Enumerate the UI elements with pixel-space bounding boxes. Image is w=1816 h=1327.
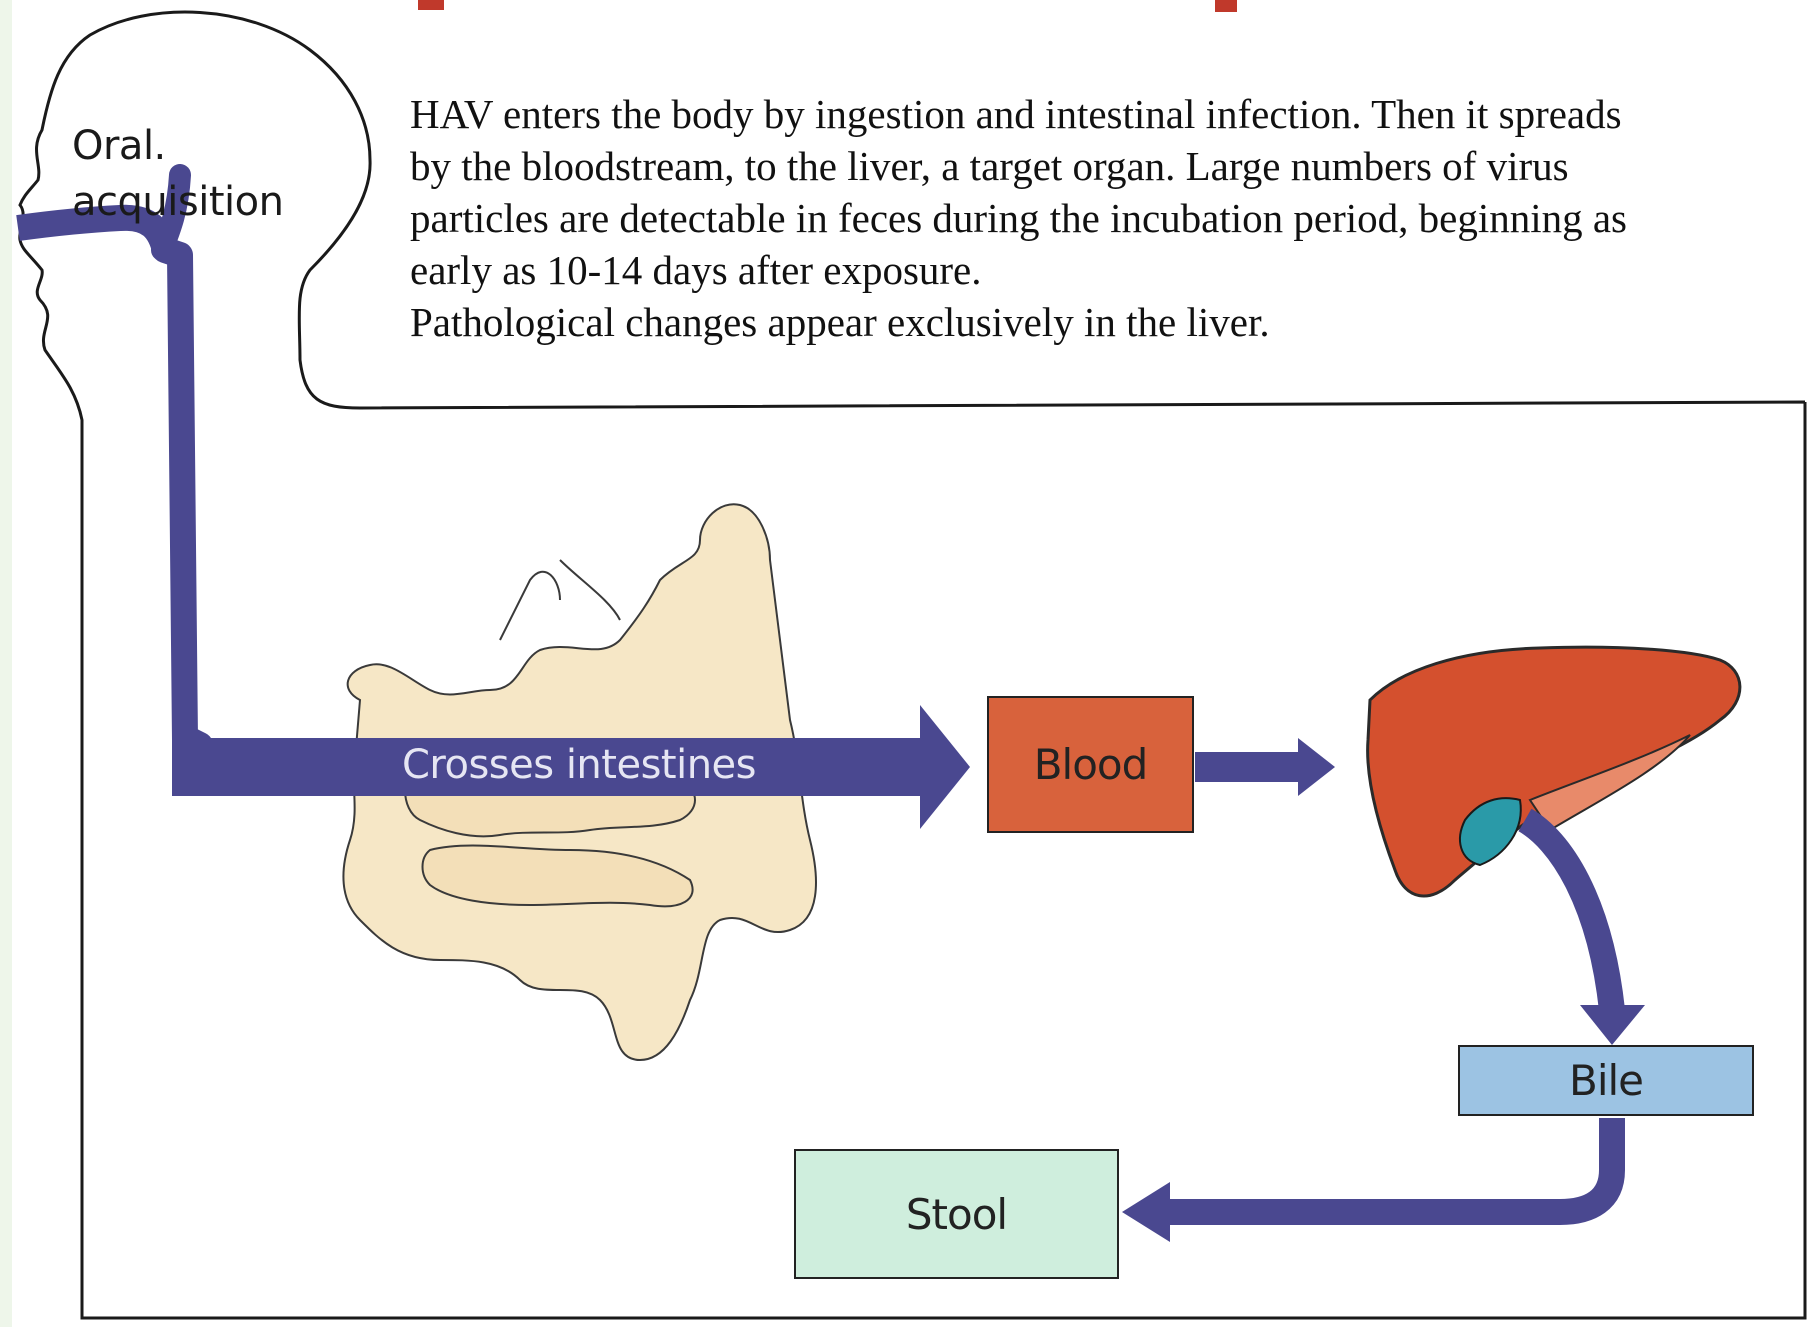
- bile-to-stool-arrow: [1165, 1118, 1612, 1212]
- blood-box: Blood: [987, 696, 1194, 833]
- oral-label-line2: acquisition: [72, 174, 283, 230]
- description-line: early as 10-14 days after exposure.: [410, 244, 1816, 296]
- title-remnant: [418, 0, 1237, 12]
- description-line: Pathological changes appear exclusively …: [410, 296, 1816, 348]
- description-line: particles are detectable in feces during…: [410, 192, 1816, 244]
- blood-to-liver-arrow: [1195, 738, 1335, 796]
- crosses-intestines-label: Crosses intestines: [402, 742, 822, 788]
- throat-pathway: [18, 218, 200, 745]
- stool-box: Stool: [794, 1149, 1119, 1279]
- liver-to-bile-arrowhead: [1580, 1005, 1645, 1045]
- description-line: HAV enters the body by ingestion and int…: [410, 88, 1816, 140]
- blood-label: Blood: [1034, 740, 1148, 789]
- oral-label-line1: Oral.: [72, 118, 283, 174]
- description-text: HAV enters the body by ingestion and int…: [410, 88, 1816, 348]
- bile-box: Bile: [1458, 1045, 1754, 1116]
- stool-label: Stool: [906, 1190, 1007, 1239]
- description-line: by the bloodstream, to the liver, a targ…: [410, 140, 1816, 192]
- bile-to-stool-arrowhead: [1122, 1182, 1170, 1242]
- oral-acquisition-label: Oral. acquisition: [72, 118, 283, 230]
- liver-to-bile-arrow: [1525, 820, 1612, 1010]
- bile-label: Bile: [1569, 1056, 1643, 1105]
